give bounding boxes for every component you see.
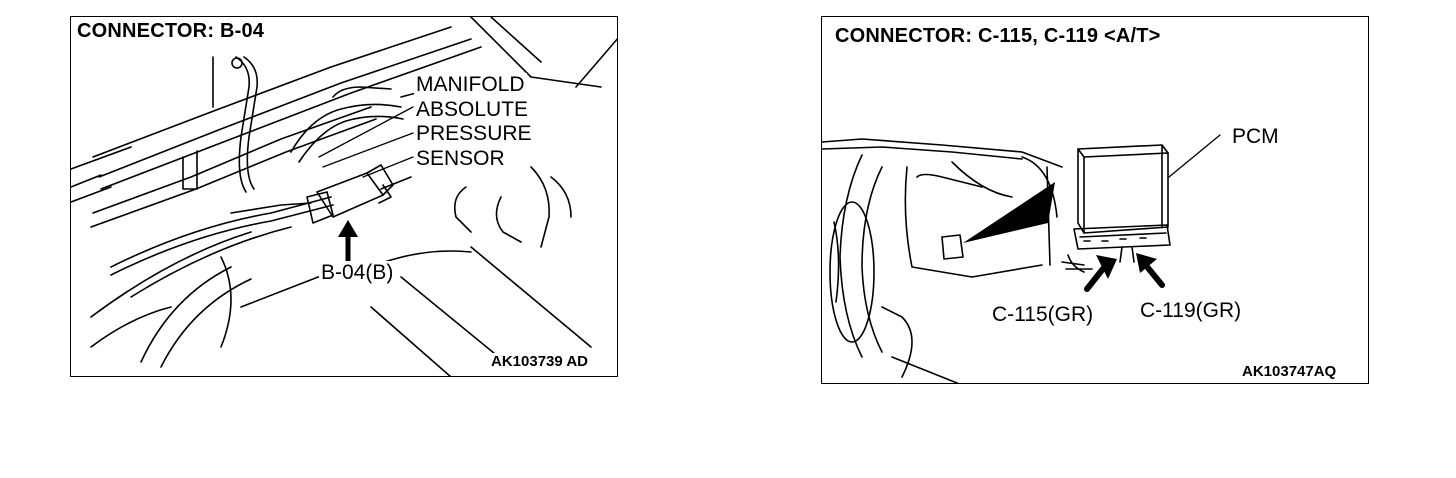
right-connector-diagram: CONNECTOR: C-115, C-119 <A/T> PCM C-115(… xyxy=(821,16,1369,384)
connector-label-c119: C-119(GR) xyxy=(1138,299,1244,323)
connector-title: CONNECTOR: B-04 xyxy=(74,20,268,43)
connector-label: B-04(B) xyxy=(319,261,396,285)
sensor-name-line-4: SENSOR xyxy=(414,146,507,171)
connector-title: CONNECTOR: C-115, C-119 <A/T> xyxy=(832,25,1164,48)
dashboard-pcm-illustration xyxy=(822,134,1221,383)
sensor-name-line-3: PRESSURE xyxy=(414,122,534,147)
connector-label-c115: C-115(GR) xyxy=(990,303,1096,327)
left-connector-diagram: CONNECTOR: B-04 MANIFOLD ABSOLUTE PRESSU… xyxy=(70,16,618,377)
sensor-name-line-2: ABSOLUTE xyxy=(414,97,531,122)
engine-bay-illustration xyxy=(71,17,617,376)
sensor-name-line-1: MANIFOLD xyxy=(414,73,527,98)
image-code: AK103739 AD xyxy=(489,353,590,370)
pcm-label: PCM xyxy=(1230,125,1281,149)
image-code: AK103747AQ xyxy=(1240,363,1339,380)
sensor-name-label: MANIFOLD ABSOLUTE PRESSURE SENSOR xyxy=(414,73,534,171)
